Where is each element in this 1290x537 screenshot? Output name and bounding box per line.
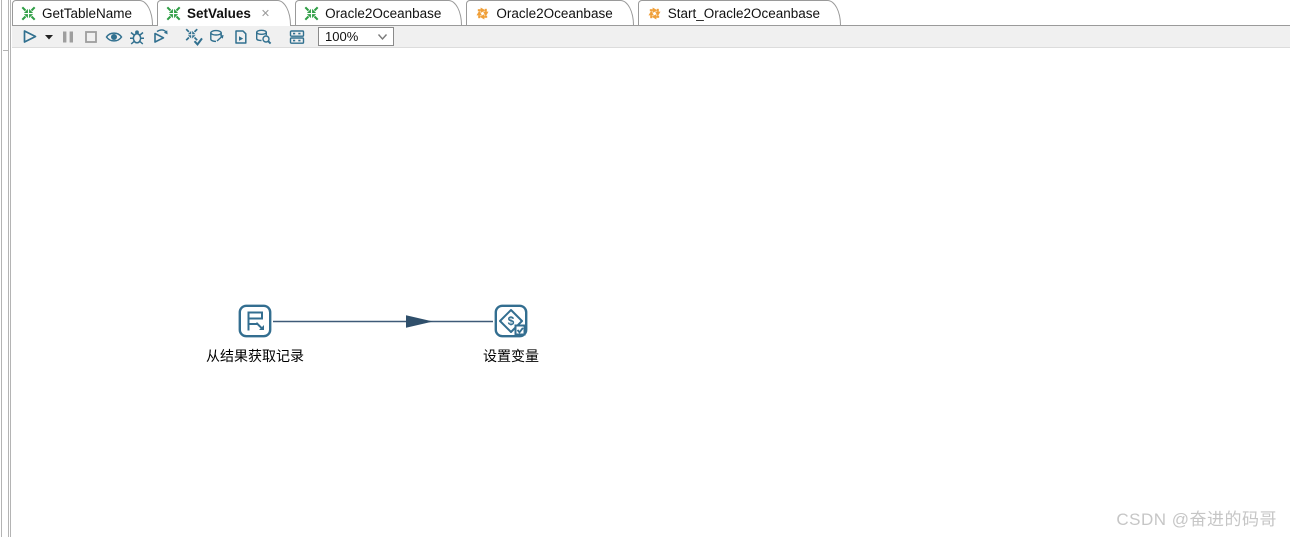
preview-button[interactable]	[104, 27, 124, 47]
tab-bar: GetTableName SetValues ✕ Oracle2Oceanbas…	[12, 0, 1290, 26]
job-icon	[647, 6, 662, 21]
tab-label: Oracle2Oceanbase	[325, 5, 442, 21]
database-magnifier-icon	[254, 28, 272, 46]
pause-icon	[59, 28, 77, 46]
stop-button[interactable]	[81, 27, 101, 47]
transformation-toolbar: 100%	[12, 26, 1290, 48]
close-icon[interactable]: ✕	[260, 7, 271, 20]
set-variables-icon	[493, 303, 529, 339]
step-label-set-variables: 设置变量	[483, 348, 539, 364]
tab-gettablename[interactable]: GetTableName	[12, 0, 154, 25]
watermark: CSDN @奋进的码哥	[1116, 510, 1277, 529]
results-panel-icon	[288, 28, 306, 46]
tab-oracle2oceanbase-job[interactable]: Oracle2Oceanbase	[466, 0, 634, 25]
pause-button[interactable]	[58, 27, 78, 47]
stop-icon	[82, 28, 100, 46]
chevron-down-icon	[377, 33, 388, 40]
run-icon	[21, 28, 39, 46]
tab-label: Oracle2Oceanbase	[496, 5, 613, 21]
tab-label: SetValues	[187, 5, 251, 21]
zoom-level-select[interactable]: 100%	[318, 27, 394, 46]
transformation-canvas[interactable]: 从结果获取记录 设置变量	[12, 48, 1290, 537]
tab-label: Start_Oracle2Oceanbase	[667, 5, 821, 21]
transformation-icon	[166, 6, 181, 21]
eye-icon	[105, 28, 123, 46]
generate-sql-button[interactable]	[230, 27, 250, 47]
tab-oracle2oceanbase-transformation[interactable]: Oracle2Oceanbase	[295, 0, 463, 25]
show-execution-results-button[interactable]	[287, 27, 307, 47]
sash-line	[1, 0, 2, 537]
run-options-caret[interactable]	[43, 27, 55, 47]
sql-document-icon	[231, 28, 249, 46]
verify-icon	[185, 28, 203, 46]
hop-connector	[273, 315, 493, 328]
step-set-variables[interactable]	[493, 303, 529, 339]
impact-analysis-button[interactable]	[207, 27, 227, 47]
caret-down-icon	[44, 32, 54, 42]
tab-start-oracle2oceanbase[interactable]: Start_Oracle2Oceanbase	[637, 0, 842, 25]
transformation-icon	[21, 6, 36, 21]
database-arrow-icon	[208, 28, 226, 46]
get-rows-from-result-icon	[237, 303, 273, 339]
tab-label: GetTableName	[42, 5, 133, 21]
explore-database-button[interactable]	[253, 27, 273, 47]
debug-button[interactable]	[127, 27, 147, 47]
bug-icon	[128, 28, 146, 46]
tab-setvalues[interactable]: SetValues ✕	[157, 0, 292, 26]
sash-line	[3, 50, 8, 51]
zoom-level-value: 100%	[325, 29, 359, 44]
verify-transformation-button[interactable]	[184, 27, 204, 47]
transformation-icon	[304, 6, 319, 21]
job-icon	[475, 6, 490, 21]
step-get-rows-from-result[interactable]	[237, 303, 273, 339]
sash-line	[8, 0, 9, 537]
replay-icon	[151, 28, 169, 46]
run-button[interactable]	[20, 27, 40, 47]
replay-button[interactable]	[150, 27, 170, 47]
left-panel-sash[interactable]	[0, 0, 12, 537]
sash-line	[10, 0, 11, 537]
step-label-get-rows-from-result: 从结果获取记录	[206, 348, 304, 364]
